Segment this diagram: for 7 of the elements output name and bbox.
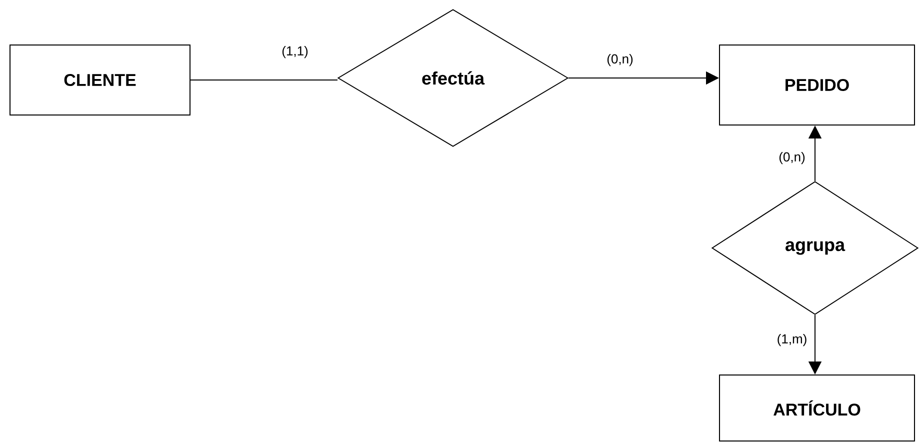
entity-box: CLIENTE <box>10 44 190 116</box>
entity-box: PEDIDO <box>719 44 915 126</box>
cardinality-label: (0,n) <box>607 54 633 66</box>
cardinality-label: (0,n) <box>779 152 805 164</box>
cardinality-label: (1,1) <box>282 46 308 58</box>
entity-box: ARTÍCULO <box>719 374 915 442</box>
cardinality-label: (1,m) <box>778 334 806 346</box>
